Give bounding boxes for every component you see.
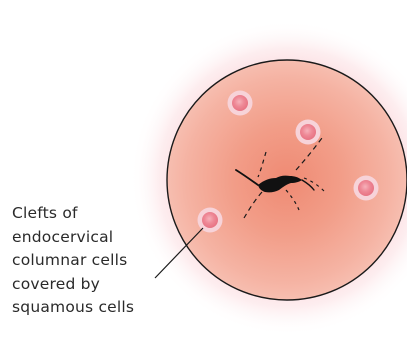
cyst: [228, 91, 253, 116]
label-line: squamous cells: [12, 296, 134, 320]
cyst: [296, 120, 321, 145]
label-line: columnar cells: [12, 249, 134, 273]
cyst: [198, 208, 223, 233]
label-line: covered by: [12, 273, 134, 297]
cyst: [354, 176, 379, 201]
label-line: Clefts of: [12, 202, 134, 226]
cleft-label: Clefts of endocervical columnar cells co…: [12, 202, 134, 320]
label-line: endocervical: [12, 226, 134, 250]
